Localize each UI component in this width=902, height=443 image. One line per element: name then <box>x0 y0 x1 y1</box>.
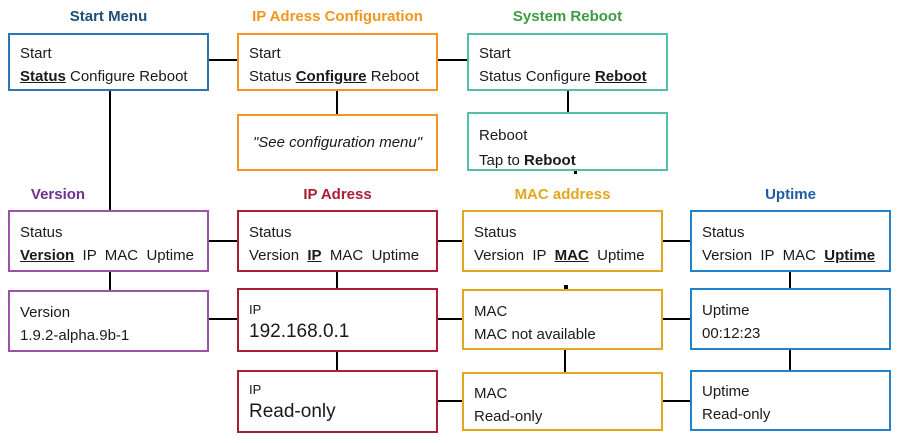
connector-uptime-value-to-readonly <box>789 350 791 370</box>
connector-config-to-seeconfig <box>336 91 338 114</box>
menu-item: MAC Uptime <box>321 247 420 264</box>
connector-mac-to-uptime-status <box>663 240 690 242</box>
uptime-readonly-box: Uptime Read-only <box>690 370 891 431</box>
menu-item: Status <box>249 68 296 85</box>
section-title-mac-address: MAC address <box>514 186 611 203</box>
value-label: MAC <box>474 385 508 402</box>
connector-stub-mac-status-to-value <box>564 285 568 289</box>
start-menu-box: Start Status Configure Reboot <box>8 33 209 91</box>
menu-item-selected: Uptime <box>824 247 876 264</box>
ip-value-box: IP 192.168.0.1 <box>237 288 438 352</box>
menu-items-line: Status Configure Reboot <box>479 65 656 88</box>
uptime-readonly-value: Read-only <box>702 406 771 423</box>
ip-readonly-value: Read-only <box>249 401 336 422</box>
connector-version-to-ip-status <box>209 240 237 242</box>
version-value: 1.9.2-alpha.9b-1 <box>20 327 130 344</box>
connector-ip-value-to-readonly <box>336 352 338 370</box>
reboot-action-box: Reboot Tap to Reboot <box>467 112 668 171</box>
mac-value: MAC not available <box>474 326 596 343</box>
value-label: Uptime <box>702 302 750 319</box>
menu-item: Configure Reboot <box>65 68 188 85</box>
menu-line: Start <box>479 45 511 62</box>
menu-item-selected: MAC <box>554 247 589 264</box>
connector-stub-reboot-action <box>574 171 577 174</box>
section-title-uptime: Uptime <box>765 186 816 203</box>
reboot-prompt: Tap to Reboot <box>479 148 656 173</box>
menu-line: Status <box>20 224 63 241</box>
menu-item-selected: Version <box>20 247 75 264</box>
menu-line: Start <box>249 45 281 62</box>
prompt-text: Tap to <box>479 152 525 169</box>
menu-item-selected: Reboot <box>594 68 647 85</box>
menu-item-selected: Configure <box>295 68 367 85</box>
version-status-menu-box: Status Version IP MAC Uptime <box>8 210 209 272</box>
section-title-ip-adress: IP Adress <box>303 186 372 203</box>
connector-start-to-config <box>209 59 237 61</box>
ip-readonly-box: IP Read-only <box>237 370 438 433</box>
connector-mac-value-to-readonly <box>564 350 566 372</box>
ip-config-menu-box: Start Status Configure Reboot <box>237 33 438 91</box>
menu-item: Reboot <box>366 68 420 85</box>
uptime-value: 00:12:23 <box>702 325 761 342</box>
section-title-start-menu: Start Menu <box>69 8 148 25</box>
connector-mac-to-uptime-readonly <box>663 400 690 402</box>
menu-line: Status <box>702 224 745 241</box>
connector-uptime-status-to-value <box>789 272 791 288</box>
menu-item: Version <box>249 247 308 264</box>
connector-mac-to-uptime-value <box>663 318 690 320</box>
menu-item: Status Configure <box>479 68 595 85</box>
version-value-box: Version 1.9.2-alpha.9b-1 <box>8 290 209 352</box>
menu-item: Version IP <box>474 247 555 264</box>
menu-items-line: Status Configure Reboot <box>249 65 426 88</box>
ip-status-menu-box: Status Version IP MAC Uptime <box>237 210 438 272</box>
connector-reboot-to-action <box>567 91 569 112</box>
menu-items-line: Version IP MAC Uptime <box>20 244 197 267</box>
menu-line: Status <box>249 224 292 241</box>
menu-item-selected: IP <box>307 247 322 264</box>
reboot-title: Reboot <box>479 127 528 144</box>
system-reboot-menu-box: Start Status Configure Reboot <box>467 33 668 91</box>
connector-version-to-ip-value <box>209 318 237 320</box>
value-label: IP <box>249 382 262 397</box>
mac-value-box: MAC MAC not available <box>462 289 663 350</box>
mac-readonly-value: Read-only <box>474 408 543 425</box>
mac-readonly-box: MAC Read-only <box>462 372 663 431</box>
menu-items-line: Version IP MAC Uptime <box>249 244 426 267</box>
connector-version-status-to-value <box>109 272 111 290</box>
menu-items-line: Version IP MAC Uptime <box>702 244 879 267</box>
uptime-status-menu-box: Status Version IP MAC Uptime <box>690 210 891 272</box>
connector-ip-to-mac-status <box>438 240 462 242</box>
section-title-system-reboot: System Reboot <box>512 8 623 25</box>
menu-line: Status <box>474 224 517 241</box>
value-label: MAC <box>474 303 508 320</box>
reboot-action-label: Reboot <box>524 152 576 169</box>
menu-item: Version IP MAC <box>702 247 825 264</box>
uptime-value-box: Uptime 00:12:23 <box>690 288 891 350</box>
connector-config-to-reboot <box>438 59 467 61</box>
menu-item: Uptime <box>588 247 645 264</box>
ip-address-value: 192.168.0.1 <box>249 321 350 342</box>
connector-ip-to-mac-readonly <box>438 400 462 402</box>
menu-line: Start <box>20 45 52 62</box>
value-label: Uptime <box>702 383 750 400</box>
mac-status-menu-box: Status Version IP MAC Uptime <box>462 210 663 272</box>
connector-ip-to-mac-value <box>438 318 462 320</box>
see-configuration-note: "See configuration menu" <box>252 134 423 151</box>
menu-item: IP MAC Uptime <box>74 247 194 264</box>
menu-item-selected: Status <box>20 68 66 85</box>
connector-ip-status-to-value <box>336 272 338 288</box>
connector-start-to-version <box>109 91 111 210</box>
menu-items-line: Status Configure Reboot <box>20 65 197 88</box>
section-title-ip-config: IP Adress Configuration <box>252 8 423 25</box>
value-label: Version <box>20 304 71 321</box>
section-title-version: Version <box>30 186 86 203</box>
menu-items-line: Version IP MAC Uptime <box>474 244 651 267</box>
value-label: IP <box>249 302 262 317</box>
see-configuration-menu-box: "See configuration menu" <box>237 114 438 171</box>
